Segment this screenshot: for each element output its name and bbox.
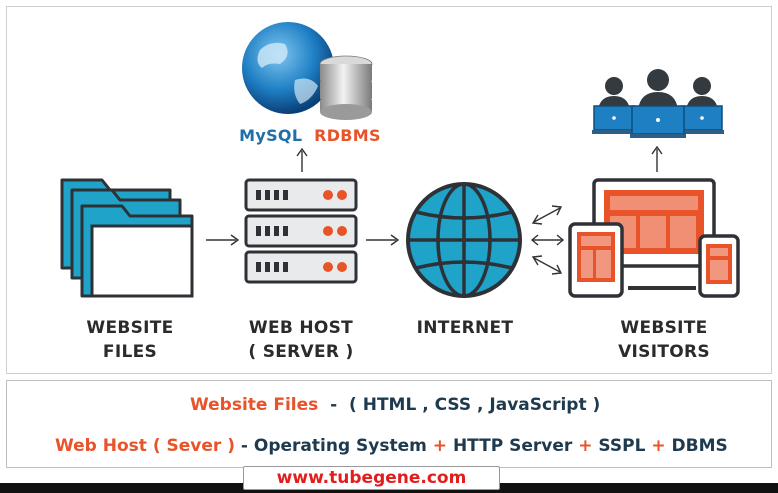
legend-item: Operating System [253,436,427,456]
server-icon [244,178,358,284]
node-label-website-files: WEBSITE FILES [70,316,190,364]
node-label-line1: INTERNET [416,318,514,338]
node-label-web-host: WEB HOST ( SERVER ) [236,316,366,364]
node-label-line1: WEBSITE [86,318,174,338]
legend-key: Web Host ( Sever ) [55,436,235,456]
legend-item: DBMS [671,436,728,456]
node-label-line1: WEBSITE [620,318,708,338]
node-label-line2: VISITORS [618,342,710,362]
legend-box [6,380,772,468]
legend-value: ( HTML , CSS , JavaScript ) [349,395,601,415]
globe-database-icon [242,22,373,120]
arrow-up-to-users [651,145,663,172]
arrow-files-to-host [206,234,240,246]
legend-row-web-host: Web Host ( Sever ) - Operating System + … [55,436,728,456]
node-label-internet: INTERNET [400,316,530,340]
db-label: MySQL RDBMS [230,124,390,148]
arrow-up-to-db [296,147,308,172]
node-label-website-visitors: WEBSITE VISITORS [594,316,734,364]
users-group-icon [592,69,724,138]
rdbms-text: RDBMS [314,126,381,145]
node-label-line2: FILES [102,342,158,362]
legend-separator: - [330,395,338,415]
legend-item: SSPL [598,436,646,456]
node-label-line2: ( SERVER ) [248,342,354,362]
mysql-text: MySQL [239,126,303,145]
legend-item: HTTP Server [452,436,573,456]
folder-icon [60,178,194,298]
legend-key: Website Files [190,395,319,415]
legend-separator: - [240,436,248,456]
legend-joiner: + [651,436,666,456]
legend-row-website-files: Website Files - ( HTML , CSS , JavaScrip… [190,395,600,415]
footer-url-link[interactable]: www.tubegene.com [243,466,500,490]
internet-globe-icon [406,182,522,298]
arrow-host-to-internet [366,234,400,246]
legend-joiner: + [432,436,448,456]
arrows-internet-visitors [530,205,565,275]
legend-joiner: + [578,436,593,456]
node-label-line1: WEB HOST [248,318,354,338]
devices-icon [568,178,740,298]
